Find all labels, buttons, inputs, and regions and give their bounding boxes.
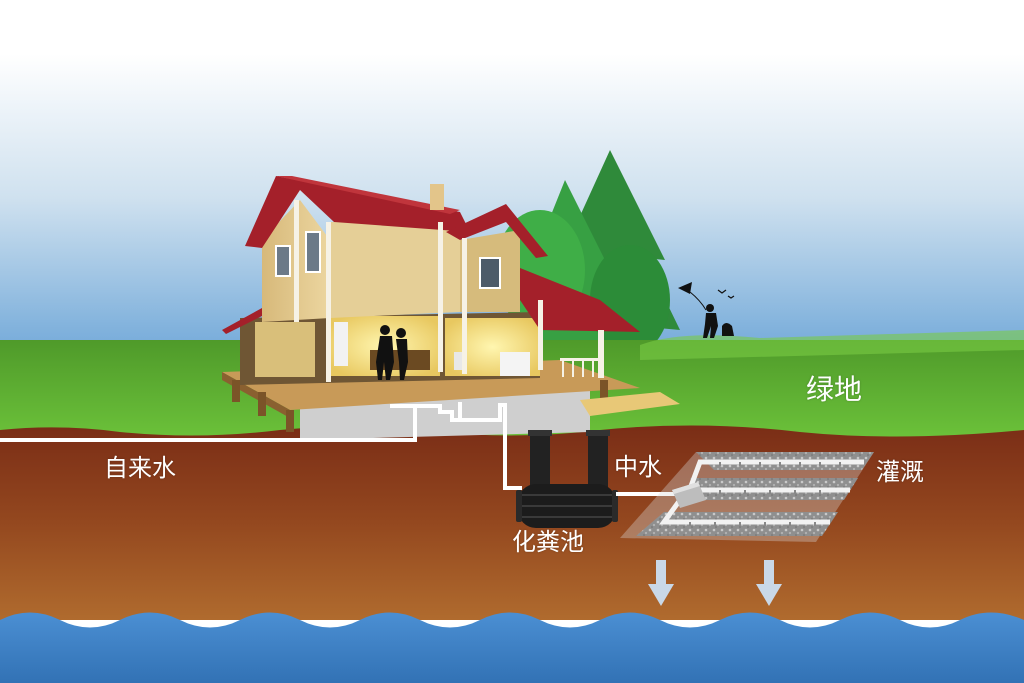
groundwater (0, 612, 1024, 683)
grey-water-label: 中水 (614, 453, 662, 481)
house-icon (222, 176, 640, 440)
tap-water-pipe (0, 408, 417, 442)
drain-field-icon (620, 452, 874, 542)
irrigation-label: 灌溉 (876, 458, 924, 486)
kite-child-silhouette-icon (678, 282, 735, 338)
septic-tank-label: 化粪池 (512, 528, 584, 556)
drain-pipe (390, 403, 522, 490)
down-arrow-icon (648, 560, 674, 606)
down-arrow-icon (756, 560, 782, 606)
septic-tank-icon (516, 430, 618, 528)
green-lawn-label: 绿地 (806, 373, 863, 406)
tap-water-label: 自来水 (104, 454, 176, 482)
